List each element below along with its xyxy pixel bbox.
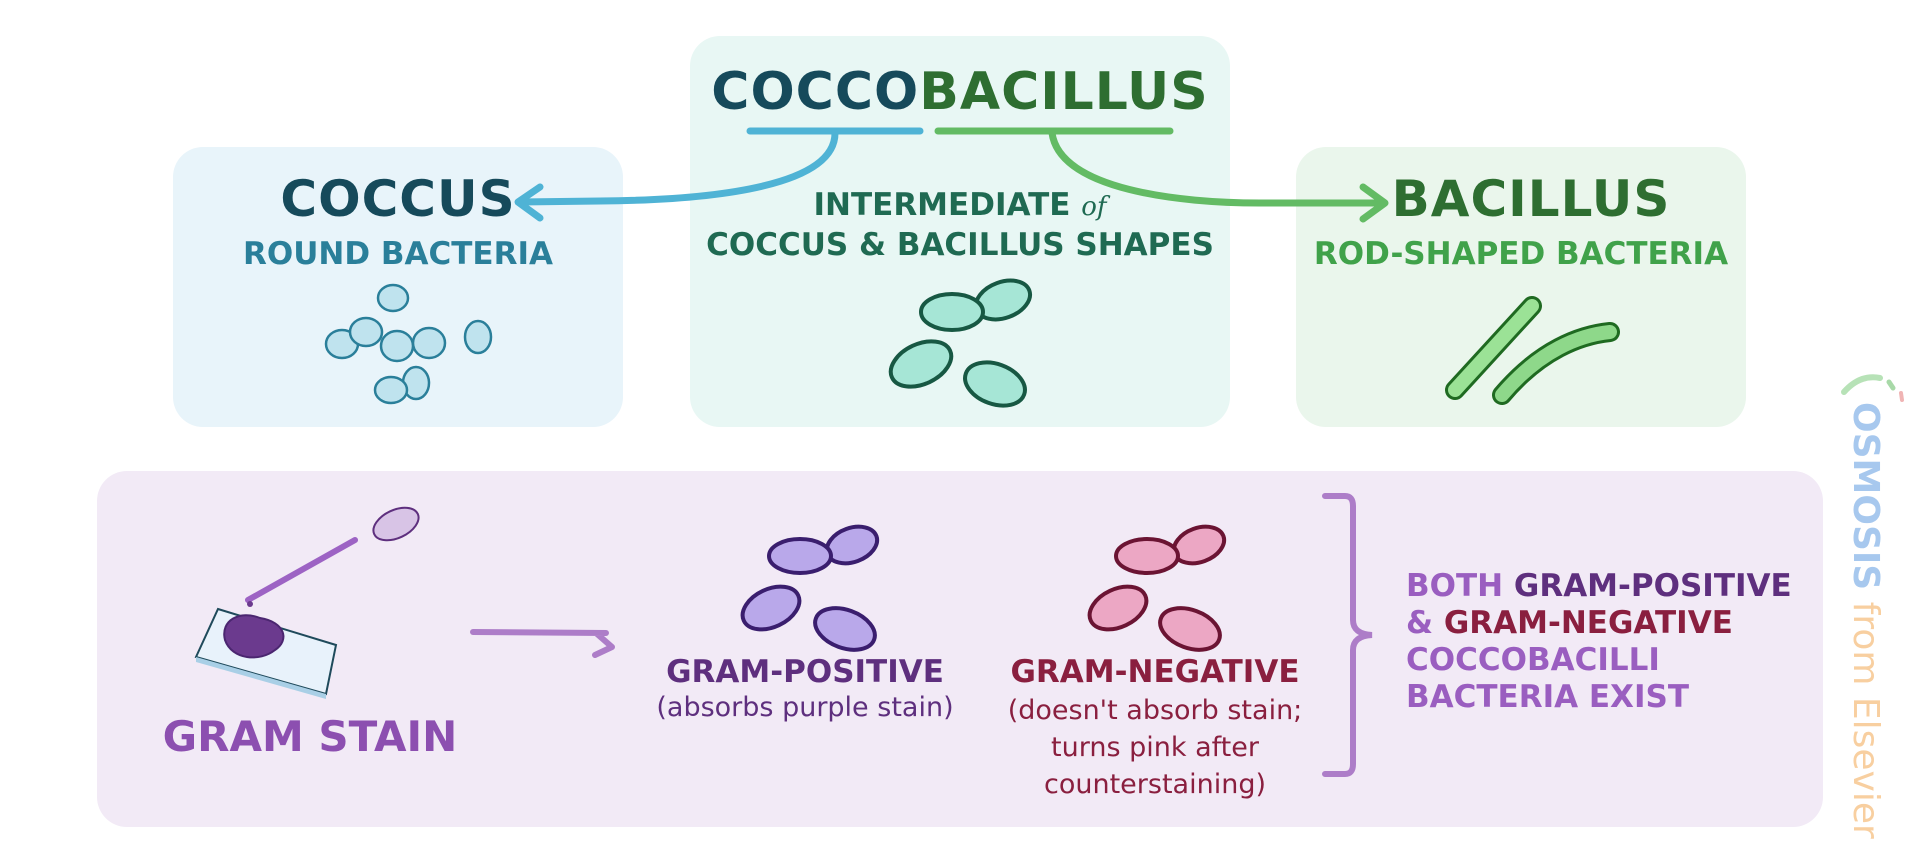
summary-text: BOTH GRAM-POSITIVE & GRAM-NEGATIVE COCCO… [1406, 568, 1792, 716]
title-cocco: COCCO [711, 62, 920, 122]
summary-line4: BACTERIA EXIST [1406, 679, 1689, 715]
arrow-to-results [470, 629, 615, 658]
arrow-to-coccus [516, 129, 839, 206]
brand-suffix: from Elsevier [1845, 601, 1886, 839]
summary-line3: COCCOBACILLI [1406, 642, 1660, 678]
coccobacillus-cluster-icon [888, 278, 1033, 408]
gram-negative-bacteria-icon [1087, 524, 1227, 652]
rod-bacteria-icon [1445, 296, 1620, 405]
intermediate-line2: COCCUS & BACILLUS SHAPES [706, 227, 1214, 263]
bacillus-subtitle: ROD-SHAPED BACTERIA [1313, 236, 1729, 272]
round-bacteria-cluster-icon [324, 283, 493, 405]
brand-name: OSMOSIS [1845, 402, 1886, 591]
coccus-subtitle: ROUND BACTERIA [243, 236, 553, 272]
intermediate-of: of [1081, 192, 1107, 222]
summary-amp: & [1406, 605, 1434, 641]
dropper-and-slide-icon [194, 506, 420, 699]
brand-watermark: OSMOSIS from Elsevier [1840, 372, 1900, 839]
brand-text: OSMOSIS from Elsevier [1845, 402, 1886, 839]
arrow-head-coccus [514, 183, 544, 222]
summary-gram-positive: GRAM-POSITIVE [1513, 568, 1792, 604]
gram-stain-label: GRAM STAIN [162, 712, 458, 761]
summary-gram-negative: GRAM-NEGATIVE [1443, 605, 1733, 641]
bacillus-title: BACILLUS [1391, 170, 1671, 228]
gram-negative-desc-line: turns pink after [1051, 732, 1259, 763]
gram-positive-bacteria-icon [740, 524, 880, 652]
gram-negative-desc-line: (doesn't absorb stain; [1007, 695, 1303, 726]
gram-negative-desc-line: counterstaining) [1044, 769, 1266, 800]
gram-negative-label: GRAM-NEGATIVE [1010, 654, 1300, 690]
gram-negative-description: (doesn't absorb stain; turns pink after … [985, 692, 1325, 803]
coccobacillus-panel [690, 36, 1230, 427]
intermediate-description: INTERMEDIATE of COCCUS & BACILLUS SHAPES [690, 186, 1230, 264]
coccus-title: COCCUS [280, 170, 516, 228]
main-title: COCCOBACILLUS [690, 62, 1230, 122]
gram-positive-label: GRAM-POSITIVE [666, 654, 944, 690]
title-bacillus: BACILLUS [919, 62, 1209, 122]
brand-logo-arc [1841, 374, 1883, 395]
gram-positive-description: (absorbs purple stain) [656, 692, 954, 723]
grouping-brace [1322, 493, 1373, 777]
arrow-head-bacillus [1359, 183, 1389, 223]
summary-both: BOTH [1406, 568, 1504, 604]
arrow-to-bacillus [1048, 129, 1387, 207]
intermediate-line1: INTERMEDIATE [813, 187, 1071, 223]
